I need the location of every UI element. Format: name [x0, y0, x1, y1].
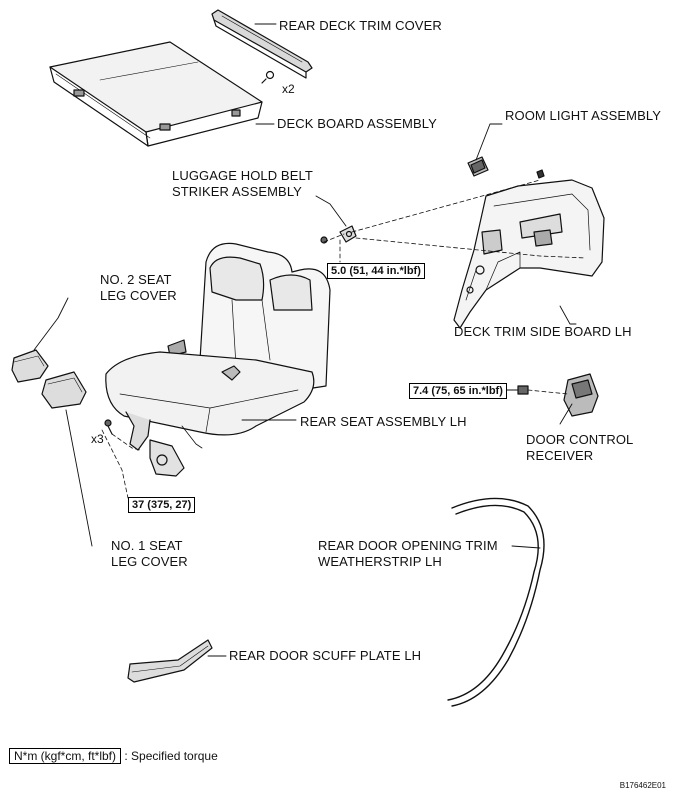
seat-bolt-part	[104, 419, 113, 435]
rear-seat-part	[105, 242, 331, 477]
deck-screw-part	[261, 70, 275, 84]
label-rear-door-scuff-plate: REAR DOOR SCUFF PLATE LH	[229, 648, 422, 663]
figure-code: B176462E01	[619, 781, 666, 790]
receiver-bolt-part	[517, 385, 529, 395]
label-no1-seat-leg-cover: NO. 1 SEAT LEG COVER	[111, 538, 188, 569]
leader-lines	[33, 23, 577, 657]
no2-leg-cover-part	[11, 349, 49, 383]
scuff-plate-part	[127, 639, 213, 683]
assembly-guide-lines	[101, 179, 587, 499]
label-room-light-assembly: ROOM LIGHT ASSEMBLY	[505, 108, 662, 123]
label-deck-board-assembly: DECK BOARD ASSEMBLY	[277, 116, 437, 131]
label-no2-seat-leg-cover: NO. 2 SEAT LEG COVER	[100, 272, 177, 303]
no1-leg-cover-part	[41, 371, 87, 409]
deck-trim-side-board-part	[453, 179, 605, 329]
label-deck-trim-side-board: DECK TRIM SIDE BOARD LH	[454, 324, 632, 339]
legend-text: : Specified torque	[124, 749, 218, 763]
side-board-clip-part	[536, 169, 545, 179]
label-rear-door-opening-trim: REAR DOOR OPENING TRIM WEATHERSTRIP LH	[318, 538, 498, 569]
torque-seat: 37 (375, 27)	[128, 497, 196, 513]
rear-deck-trim-cover-part	[211, 9, 313, 79]
deck-board-part	[49, 41, 263, 147]
label-luggage-hold-belt-striker: LUGGAGE HOLD BELT STRIKER ASSEMBLY	[172, 168, 313, 199]
luggage-striker-part	[339, 225, 357, 243]
weatherstrip-part	[447, 497, 545, 707]
room-light-part	[467, 156, 489, 177]
door-control-receiver-part	[563, 373, 599, 417]
label-rear-seat-assembly: REAR SEAT ASSEMBLY LH	[300, 414, 467, 429]
torque-striker: 5.0 (51, 44 in.*lbf)	[327, 263, 425, 279]
deck-screw-quantity: x2	[282, 82, 295, 96]
label-rear-deck-trim-cover: REAR DECK TRIM COVER	[279, 18, 442, 33]
torque-legend: N*m (kgf*cm, ft*lbf) : Specified torque	[9, 748, 218, 764]
label-door-control-receiver: DOOR CONTROL RECEIVER	[526, 432, 634, 463]
legend-unit-box: N*m (kgf*cm, ft*lbf)	[9, 748, 122, 764]
torque-receiver: 7.4 (75, 65 in.*lbf)	[409, 383, 507, 399]
seat-bolt-quantity: x3	[91, 432, 104, 446]
